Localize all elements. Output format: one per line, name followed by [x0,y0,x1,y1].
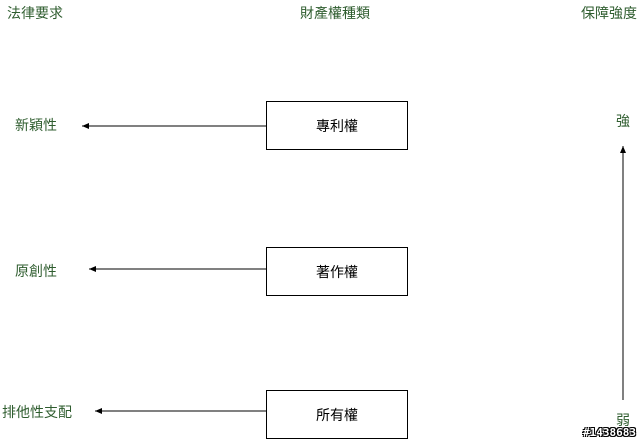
requirement-exclusive-control: 排他性支配 [2,405,72,421]
requirement-novelty: 新穎性 [15,118,57,134]
strength-low-label: 弱 [616,413,630,429]
box-copyright: 著作權 [266,247,408,296]
watermark-id: #1438683 [583,426,636,439]
header-property-type: 財產權種類 [300,6,370,22]
box-patent-right: 專利權 [266,101,408,150]
header-legal-requirement: 法律要求 [7,6,63,22]
strength-high-label: 強 [616,114,630,130]
requirement-originality: 原創性 [15,264,57,280]
header-protection-strength: 保障強度 [581,6,637,22]
box-property-right: 所有權 [266,390,408,439]
